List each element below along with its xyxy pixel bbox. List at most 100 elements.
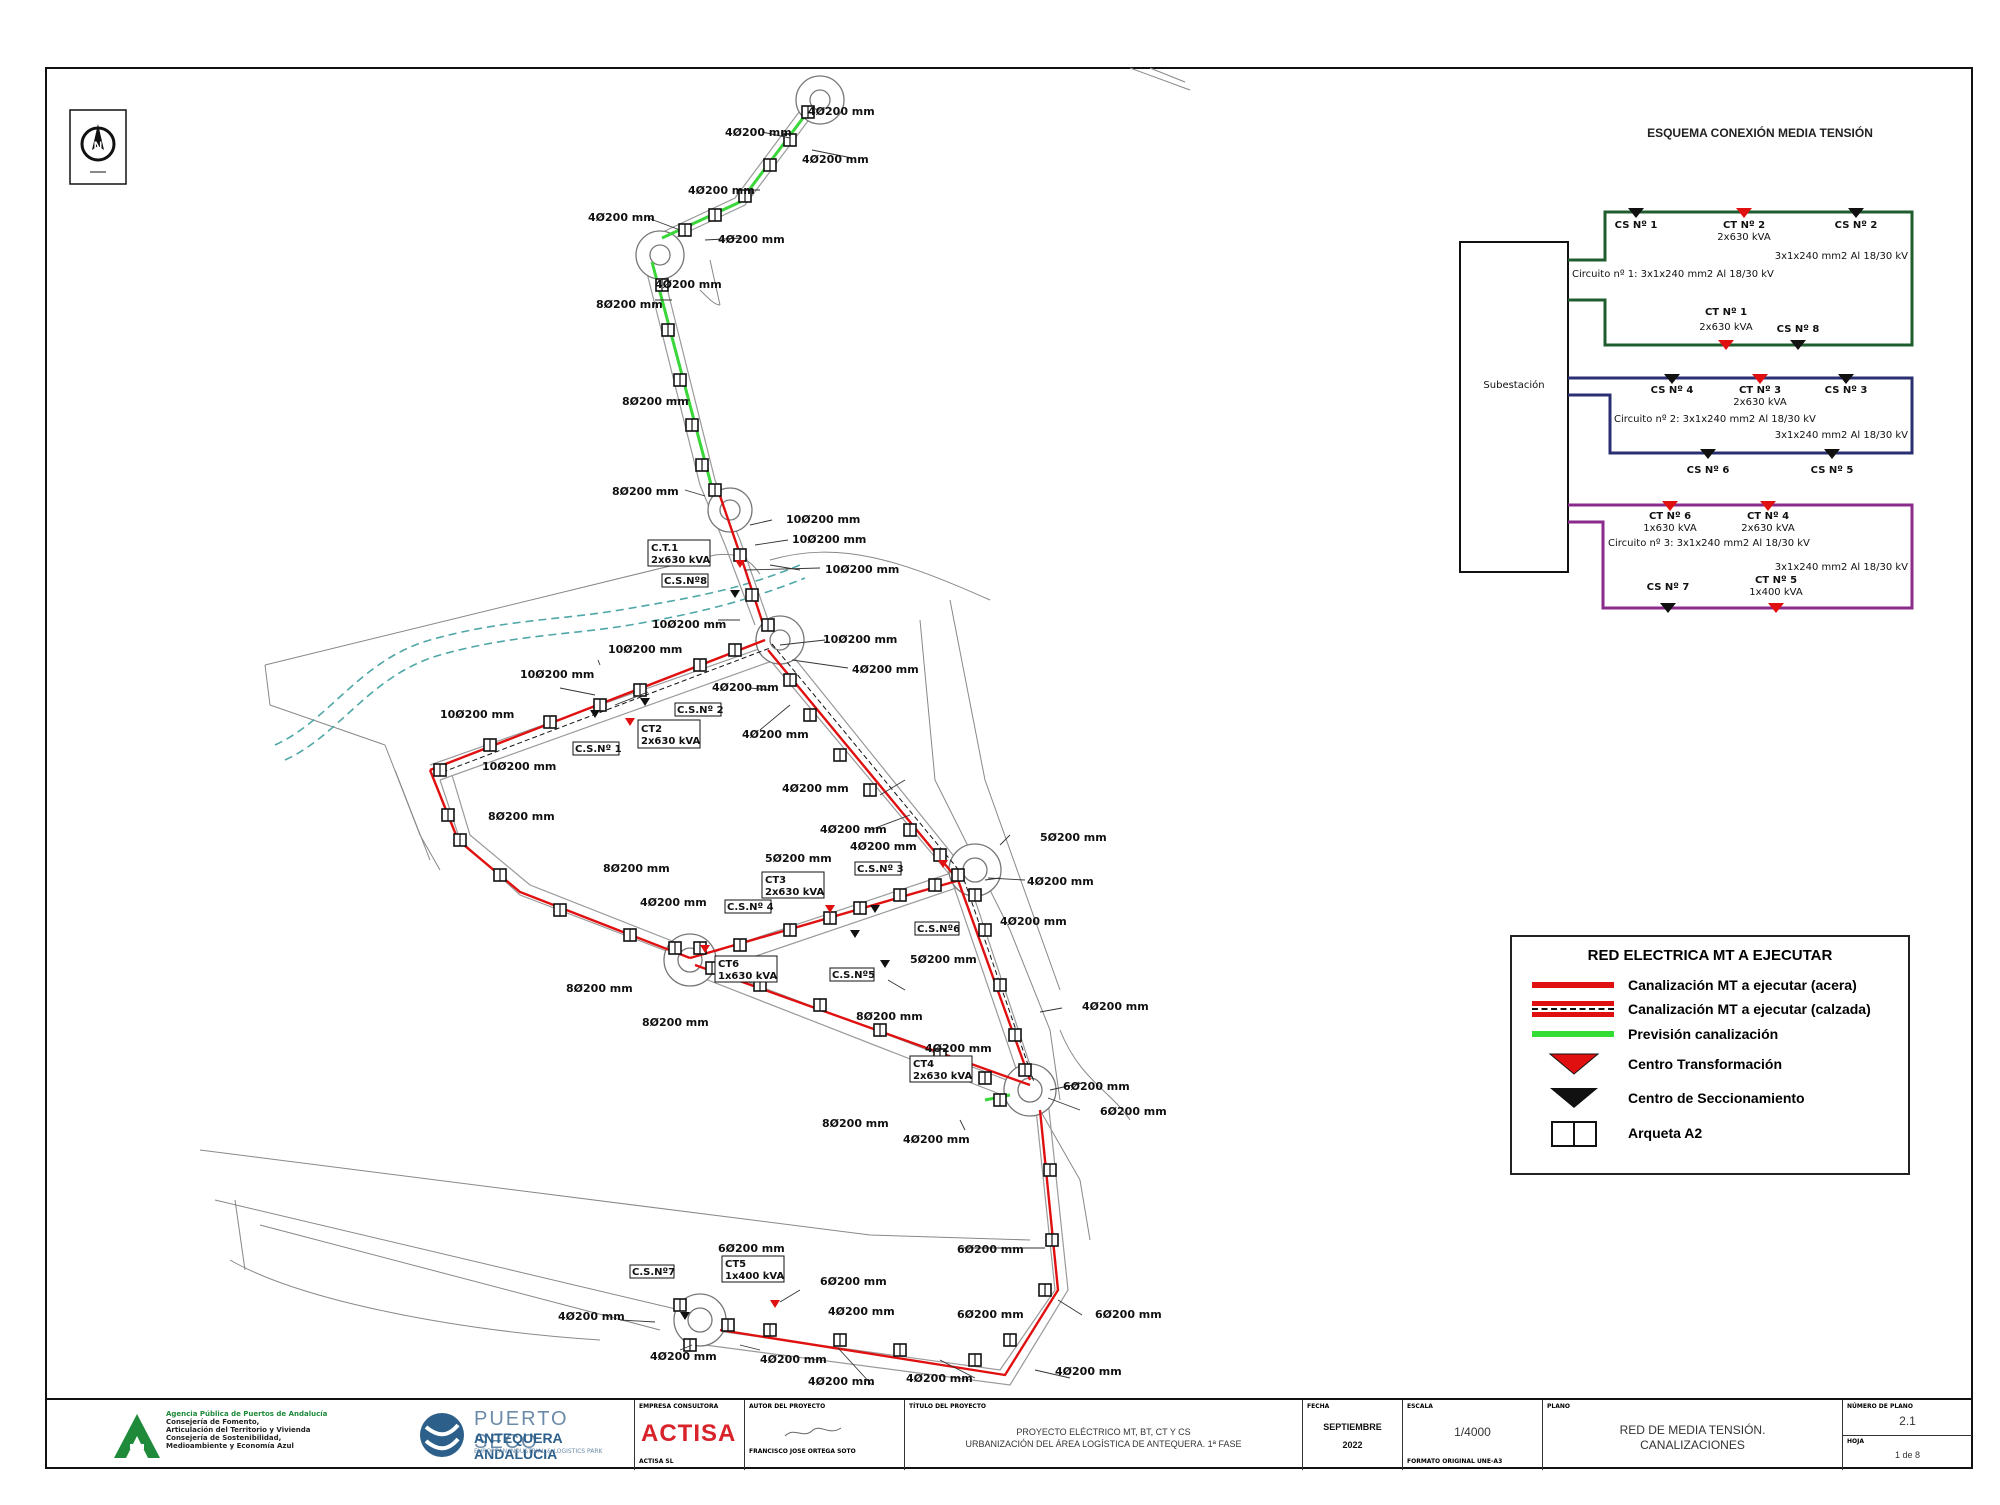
ct6-label: CT6 [718, 959, 739, 970]
ct3-power: 2x630 kVA [765, 887, 824, 898]
ct1-power: 2x630 kVA [651, 555, 710, 566]
duct-label: 4Ø200 mm [852, 663, 919, 676]
author-cell: AUTOR DEL PROYECTO FRANCISCO JOSE ORTEGA… [744, 1400, 904, 1470]
duct-label: 4Ø200 mm [712, 681, 779, 694]
svg-text:3x1x240 mm2 Al 18/30 kV: 3x1x240 mm2 Al 18/30 kV [1775, 430, 1908, 441]
substation-label: Subestación [1483, 379, 1544, 391]
duct-label: 6Ø200 mm [820, 1275, 887, 1288]
duct-label: 4Ø200 mm [808, 105, 875, 118]
legend-title: RED ELECTRICA MT A EJECUTAR [1587, 947, 1833, 964]
ct4-power: 2x630 kVA [913, 1071, 972, 1082]
svg-text:CT Nº 4: CT Nº 4 [1747, 511, 1789, 522]
duct-label: 10Ø200 mm [652, 618, 726, 631]
cs7-label: C.S.Nº7 [632, 1267, 675, 1278]
duct-label: 5Ø200 mm [1040, 831, 1107, 844]
ct-markers [625, 560, 948, 1308]
green-line-icon [1532, 1022, 1614, 1046]
duct-label: 6Ø200 mm [718, 1242, 785, 1255]
duct-label: 10Ø200 mm [823, 633, 897, 646]
substation-box [1459, 241, 1569, 573]
duct-label: 8Ø200 mm [596, 298, 663, 311]
svg-text:1x630 kVA: 1x630 kVA [1643, 523, 1697, 534]
svg-text:CS Nº 6: CS Nº 6 [1687, 465, 1730, 476]
duct-label: 8Ø200 mm [488, 810, 555, 823]
duct-label: 8Ø200 mm [612, 485, 679, 498]
date-cell: FECHA SEPTIEMBRE 2022 [1302, 1400, 1402, 1470]
circuit-3-lines [1568, 503, 1914, 610]
legend-item-calzada: Canalización MT a ejecutar (calzada) [1532, 997, 1871, 1021]
svg-text:1x400 kVA: 1x400 kVA [1749, 587, 1803, 598]
svg-text:Circuito nº 1: 3x1x240 mm2 Al: Circuito nº 1: 3x1x240 mm2 Al 18/30 kV [1572, 269, 1774, 280]
duct-label: 10Ø200 mm [520, 668, 594, 681]
duct-label: 4Ø200 mm [925, 1042, 992, 1055]
svg-text:2x630 kVA: 2x630 kVA [1733, 397, 1787, 408]
legend: RED ELECTRICA MT A EJECUTAR Canalización… [1510, 935, 1910, 1175]
ct5-label: CT5 [725, 1259, 746, 1270]
cs2-label: C.S.Nº 2 [677, 705, 724, 716]
svg-text:CT Nº 1: CT Nº 1 [1705, 307, 1747, 318]
signature-icon [784, 1427, 842, 1437]
mv-schema: ESQUEMA CONEXIÓN MEDIA TENSIÓN Subestaci… [1459, 125, 1914, 613]
duct-label: 8Ø200 mm [566, 982, 633, 995]
brand-tagline: EUROPEAN INDUSTRIAL & LOGISTICS PARK [474, 1448, 603, 1455]
red-line-icon [1532, 973, 1614, 997]
duct-label: 4Ø200 mm [903, 1133, 970, 1146]
brand-cell: PUERTO SECO ANTEQUERA ANDALUCIA EUROPEAN… [344, 1400, 634, 1470]
duct-label: 4Ø200 mm [782, 782, 849, 795]
duct-label: 4Ø200 mm [1000, 915, 1067, 928]
cs8-label: C.S.Nº8 [664, 576, 707, 587]
duct-label: 10Ø200 mm [608, 643, 682, 656]
river [274, 564, 806, 761]
duct-label: 4Ø200 mm [640, 896, 707, 909]
legend-item-acera: Canalización MT a ejecutar (acera) [1532, 973, 1857, 997]
duct-label: 10Ø200 mm [792, 533, 866, 546]
svg-text:2x630 kVA: 2x630 kVA [1699, 322, 1753, 333]
svg-text:CS Nº 1: CS Nº 1 [1615, 220, 1658, 231]
svg-text:CS Nº 7: CS Nº 7 [1647, 582, 1690, 593]
cs6-label: C.S.Nº6 [917, 924, 960, 935]
puerto-seco-logo-icon [420, 1413, 464, 1457]
brand-subtitle: ANTEQUERA ANDALUCIA [474, 1430, 563, 1462]
ct5-power: 1x400 kVA [725, 1271, 784, 1282]
transformer-center-icon [1532, 1052, 1614, 1076]
duct-label: 6Ø200 mm [1095, 1308, 1162, 1321]
agency-cell: Agencia Pública de Puertos de Andalucía … [46, 1400, 344, 1470]
svg-text:CT Nº 6: CT Nº 6 [1649, 511, 1691, 522]
cs1-label: C.S.Nº 1 [575, 744, 622, 755]
svg-text:CT Nº 5: CT Nº 5 [1755, 575, 1797, 586]
drawing-frame [45, 67, 1973, 1469]
legend-item-prevision: Previsión canalización [1532, 1022, 1778, 1046]
cs3-label: C.S.Nº 3 [857, 864, 904, 875]
circuit-2-lines [1568, 376, 1914, 455]
junta-logo-icon [114, 1414, 160, 1458]
duct-label: 4Ø200 mm [1055, 1365, 1122, 1378]
duct-label: 4Ø200 mm [725, 126, 792, 139]
legend-item-cs: Centro de Seccionamiento [1532, 1086, 1805, 1110]
duct-label: 8Ø200 mm [603, 862, 670, 875]
duct-label: 4Ø200 mm [742, 728, 809, 741]
svg-text:CT Nº 2: CT Nº 2 [1723, 220, 1765, 231]
consultant-cell: EMPRESA CONSULTORA ACTISA ACTISA SL [634, 1400, 744, 1470]
svg-text:Circuito nº 3: 3x1x240 mm2 Al: Circuito nº 3: 3x1x240 mm2 Al 18/30 kV [1608, 538, 1810, 549]
legend-item-arqueta: Arqueta A2 [1532, 1121, 1702, 1147]
duct-label: 6Ø200 mm [1100, 1105, 1167, 1118]
svg-text:3x1x240 mm2 Al 18/30 kV: 3x1x240 mm2 Al 18/30 kV [1775, 251, 1908, 262]
ct2-label: CT2 [641, 724, 662, 735]
duct-label: 4Ø200 mm [802, 153, 869, 166]
duct-label: 4Ø200 mm [655, 278, 722, 291]
actisa-logo: ACTISA [641, 1420, 737, 1447]
svg-text:CS Nº 5: CS Nº 5 [1811, 465, 1854, 476]
north-arrow-icon: N [69, 109, 127, 185]
duct-label: 5Ø200 mm [910, 953, 977, 966]
duct-labels: 4Ø200 mm 4Ø200 mm 4Ø200 mm 4Ø200 mm 4Ø20… [440, 105, 1167, 1388]
duct-label: 4Ø200 mm [558, 1310, 625, 1323]
ct6-power: 1x630 kVA [718, 971, 777, 982]
project-cell: TÍTULO DEL PROYECTO PROYECTO ELÉCTRICO M… [904, 1400, 1302, 1470]
cs5-label: C.S.Nº5 [832, 970, 875, 981]
duct-label: 10Ø200 mm [825, 563, 899, 576]
svg-text:CT Nº 3: CT Nº 3 [1739, 385, 1781, 396]
schema-title: ESQUEMA CONEXIÓN MEDIA TENSIÓN [1647, 125, 1873, 140]
duct-label: 6Ø200 mm [957, 1308, 1024, 1321]
